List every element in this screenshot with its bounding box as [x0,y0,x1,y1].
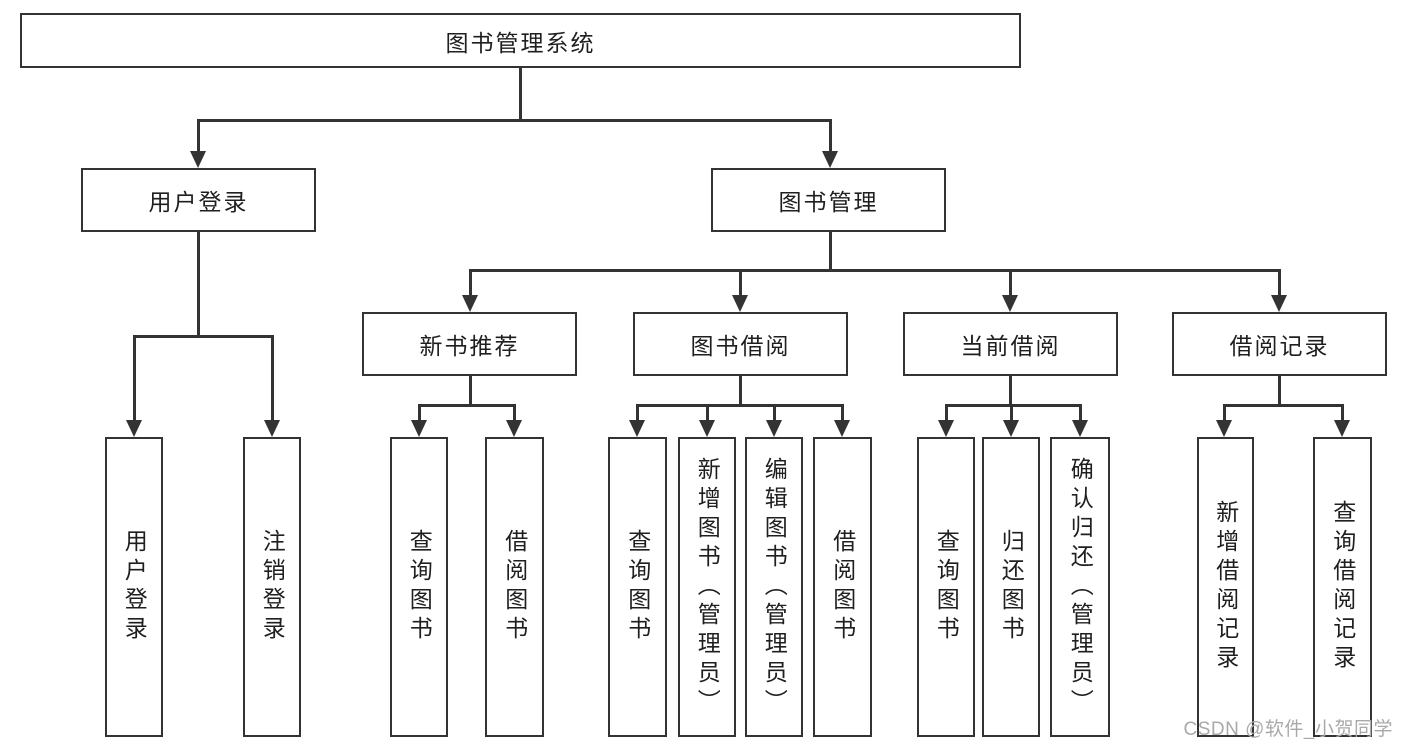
connector-user-login-stem [197,232,200,337]
arrowhead-cb-query [938,420,954,437]
arrowhead-nb-borrow [506,420,522,437]
connector-drop-borrow-records [1278,269,1281,296]
connector-level3-rail [469,269,1281,272]
leaf-return-book: 归还图书 [982,437,1040,737]
arrowhead-borrow-records [1271,295,1287,312]
leaf-add-borrow-record-label: 新增借阅记录 [1212,500,1239,674]
leaf-logout: 注销登录 [243,437,301,737]
arrowhead-leaf-login [126,420,142,437]
arrowhead-cb-return [1003,420,1019,437]
leaf-logout-label: 注销登录 [259,529,286,645]
leaf-query-books-borrow: 查询图书 [608,437,667,737]
connector-root-stem [519,68,522,120]
leaf-borrow-books-recommend-label: 借阅图书 [501,529,528,645]
node-current-borrow: 当前借阅 [903,312,1118,376]
leaf-edit-book-admin: 编辑图书（管理员） [745,437,803,737]
leaf-query-books-current: 查询图书 [917,437,975,737]
connector-drop-new-books [469,269,472,296]
connector-new-books-rail [418,404,516,407]
connector-drop-leaf-logout [271,335,274,421]
connector-drop-bb-borrow [841,404,844,421]
arrowhead-leaf-logout [264,420,280,437]
connector-book-borrow-stem [739,376,742,405]
connector-drop-leaf-login [133,335,136,421]
arrowhead-nb-query [411,420,427,437]
connector-drop-bb-query [636,404,639,421]
arrowhead-user-login [190,151,206,168]
leaf-borrow-books-borrow: 借阅图书 [813,437,872,737]
node-library-management-system: 图书管理系统 [20,13,1021,68]
connector-drop-cb-query [945,404,948,421]
connector-book-mgmt-stem [829,232,832,271]
leaf-query-books-recommend: 查询图书 [390,437,448,737]
leaf-borrow-books-recommend: 借阅图书 [485,437,544,737]
leaf-borrow-books-borrow-label: 借阅图书 [829,529,856,645]
arrowhead-bb-query [629,420,645,437]
connector-drop-br-add [1223,404,1226,421]
node-borrow-records: 借阅记录 [1172,312,1387,376]
connector-drop-bb-add [706,404,709,421]
arrowhead-cb-confirm [1072,420,1088,437]
leaf-confirm-return-admin: 确认归还（管理员） [1050,437,1110,737]
leaf-query-books-recommend-label: 查询图书 [406,529,433,645]
connector-drop-cb-confirm [1079,404,1082,421]
connector-current-borrow-rail [945,404,1081,407]
arrowhead-br-add [1216,420,1232,437]
connector-drop-br-query [1341,404,1344,421]
connector-drop-book-mgmt [829,119,832,153]
connector-borrow-records-stem [1278,376,1281,405]
connector-drop-nb-query [418,404,421,421]
connector-user-login-rail [133,335,273,338]
leaf-add-book-admin-label: 新增图书（管理员） [694,456,721,718]
leaf-add-book-admin: 新增图书（管理员） [678,437,736,737]
connector-borrow-records-rail [1223,404,1343,407]
leaf-user-login-label: 用户登录 [121,529,148,645]
arrowhead-book-borrow [732,295,748,312]
leaf-add-borrow-record: 新增借阅记录 [1197,437,1254,737]
node-new-book-recommend: 新书推荐 [362,312,577,376]
node-user-login: 用户登录 [81,168,316,232]
arrowhead-book-mgmt [822,151,838,168]
connector-level2-rail [197,119,831,122]
arrowhead-new-books [462,295,478,312]
connector-book-borrow-rail [636,404,844,407]
leaf-query-books-borrow-label: 查询图书 [624,529,651,645]
leaf-edit-book-admin-label: 编辑图书（管理员） [761,456,788,718]
arrowhead-bb-edit [766,420,782,437]
leaf-query-borrow-record: 查询借阅记录 [1313,437,1372,737]
leaf-query-books-current-label: 查询图书 [933,529,960,645]
arrowhead-br-query [1334,420,1350,437]
arrowhead-bb-borrow [834,420,850,437]
arrowhead-bb-add [699,420,715,437]
arrowhead-current-borrow [1002,295,1018,312]
leaf-user-login: 用户登录 [105,437,163,737]
connector-drop-current-borrow [1009,269,1012,296]
node-book-management: 图书管理 [711,168,946,232]
connector-new-books-stem [469,376,472,405]
connector-current-borrow-stem [1009,376,1012,405]
csdn-watermark: CSDN @软件_小贺同学 [1183,719,1393,740]
leaf-confirm-return-admin-label: 确认归还（管理员） [1067,456,1094,718]
leaf-return-book-label: 归还图书 [998,529,1025,645]
node-book-borrow: 图书借阅 [633,312,848,376]
connector-drop-book-borrow [739,269,742,296]
connector-drop-cb-return [1010,404,1013,421]
connector-drop-bb-edit [773,404,776,421]
connector-drop-user-login [197,119,200,153]
connector-drop-nb-borrow [513,404,516,421]
leaf-query-borrow-record-label: 查询借阅记录 [1329,500,1356,674]
